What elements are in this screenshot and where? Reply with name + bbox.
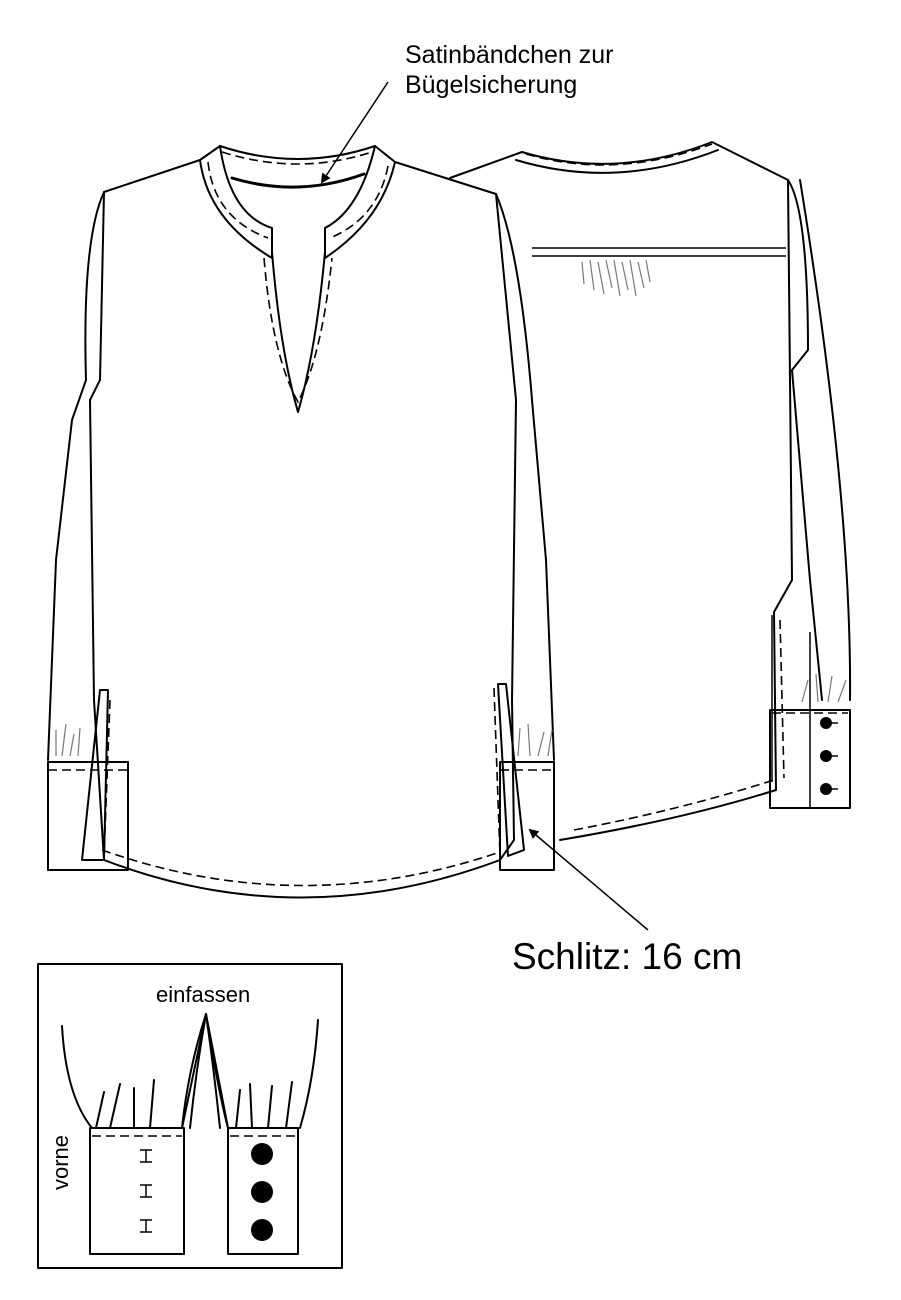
v-neck-placket xyxy=(271,251,326,413)
front-left-sleeve xyxy=(47,191,105,761)
back-hem-stitch xyxy=(573,779,775,831)
right-slit-flap xyxy=(497,683,525,857)
front-side-label: vorne xyxy=(48,1134,73,1190)
front-view xyxy=(47,145,556,899)
neckline-satin-tape xyxy=(230,172,366,189)
neck-tape-leader-arrow xyxy=(320,81,389,184)
right-slit-stitch xyxy=(493,687,501,857)
buttonhole-icon xyxy=(140,1219,152,1233)
back-collar-stitch xyxy=(525,143,713,166)
back-view xyxy=(449,141,852,841)
binding-label: einfassen xyxy=(156,982,251,1007)
button-icon xyxy=(251,1143,273,1165)
detail-slit-binding xyxy=(181,1013,229,1129)
front-left-cuff xyxy=(47,761,129,871)
right-sleeve-gathers xyxy=(517,723,553,757)
back-collar-band xyxy=(515,149,719,174)
detail-box-frame xyxy=(37,963,343,1269)
front-right-sleeve xyxy=(495,193,555,761)
front-right-cuff xyxy=(499,761,555,871)
detail-right-cuff xyxy=(227,1127,299,1255)
left-slit-flap xyxy=(81,689,109,861)
detail-right-gathers xyxy=(235,1081,293,1129)
button-icon xyxy=(251,1219,273,1241)
v-neck-stitch xyxy=(263,257,333,404)
left-slit-stitch xyxy=(103,699,111,859)
back-sleeve-inner xyxy=(799,179,852,701)
detail-left-cuff xyxy=(89,1127,185,1255)
cuff-button-icon xyxy=(820,783,832,795)
detail-left-sleeve xyxy=(61,1013,207,1129)
left-sleeve-gathers xyxy=(55,723,81,757)
back-yoke-seam xyxy=(532,247,786,257)
button-icon xyxy=(251,1181,273,1203)
buttonhole-icon xyxy=(140,1149,152,1163)
neck-tape-annotation: Satinbändchen zur Bügelsicherung xyxy=(405,41,614,99)
detail-left-gathers xyxy=(95,1079,155,1129)
detail-buttons xyxy=(251,1143,273,1241)
front-hem-stitch xyxy=(101,849,501,887)
back-cuff-buttons xyxy=(820,717,838,795)
front-body-outline xyxy=(89,159,517,899)
front-collar-left xyxy=(199,145,273,259)
cuff-button-icon xyxy=(820,750,832,762)
front-collar-back-band xyxy=(219,145,376,160)
collar-stitch xyxy=(207,151,389,239)
back-body-outline xyxy=(449,141,793,841)
slit-length-annotation: Schlitz: 16 cm xyxy=(512,936,743,977)
buttonhole-icon xyxy=(140,1184,152,1198)
detail-right-sleeve xyxy=(205,1013,319,1129)
front-collar-right xyxy=(324,145,396,259)
back-slit-stitch xyxy=(779,619,785,779)
cuff-button-icon xyxy=(820,717,832,729)
back-yoke-gathers xyxy=(581,259,651,297)
back-sleeve-outline xyxy=(787,179,823,701)
cuff-detail-box xyxy=(37,963,343,1269)
buttonhole-markers xyxy=(140,1149,152,1233)
back-sleeve-gathers xyxy=(801,673,847,703)
slit-leader-arrow xyxy=(528,828,649,931)
